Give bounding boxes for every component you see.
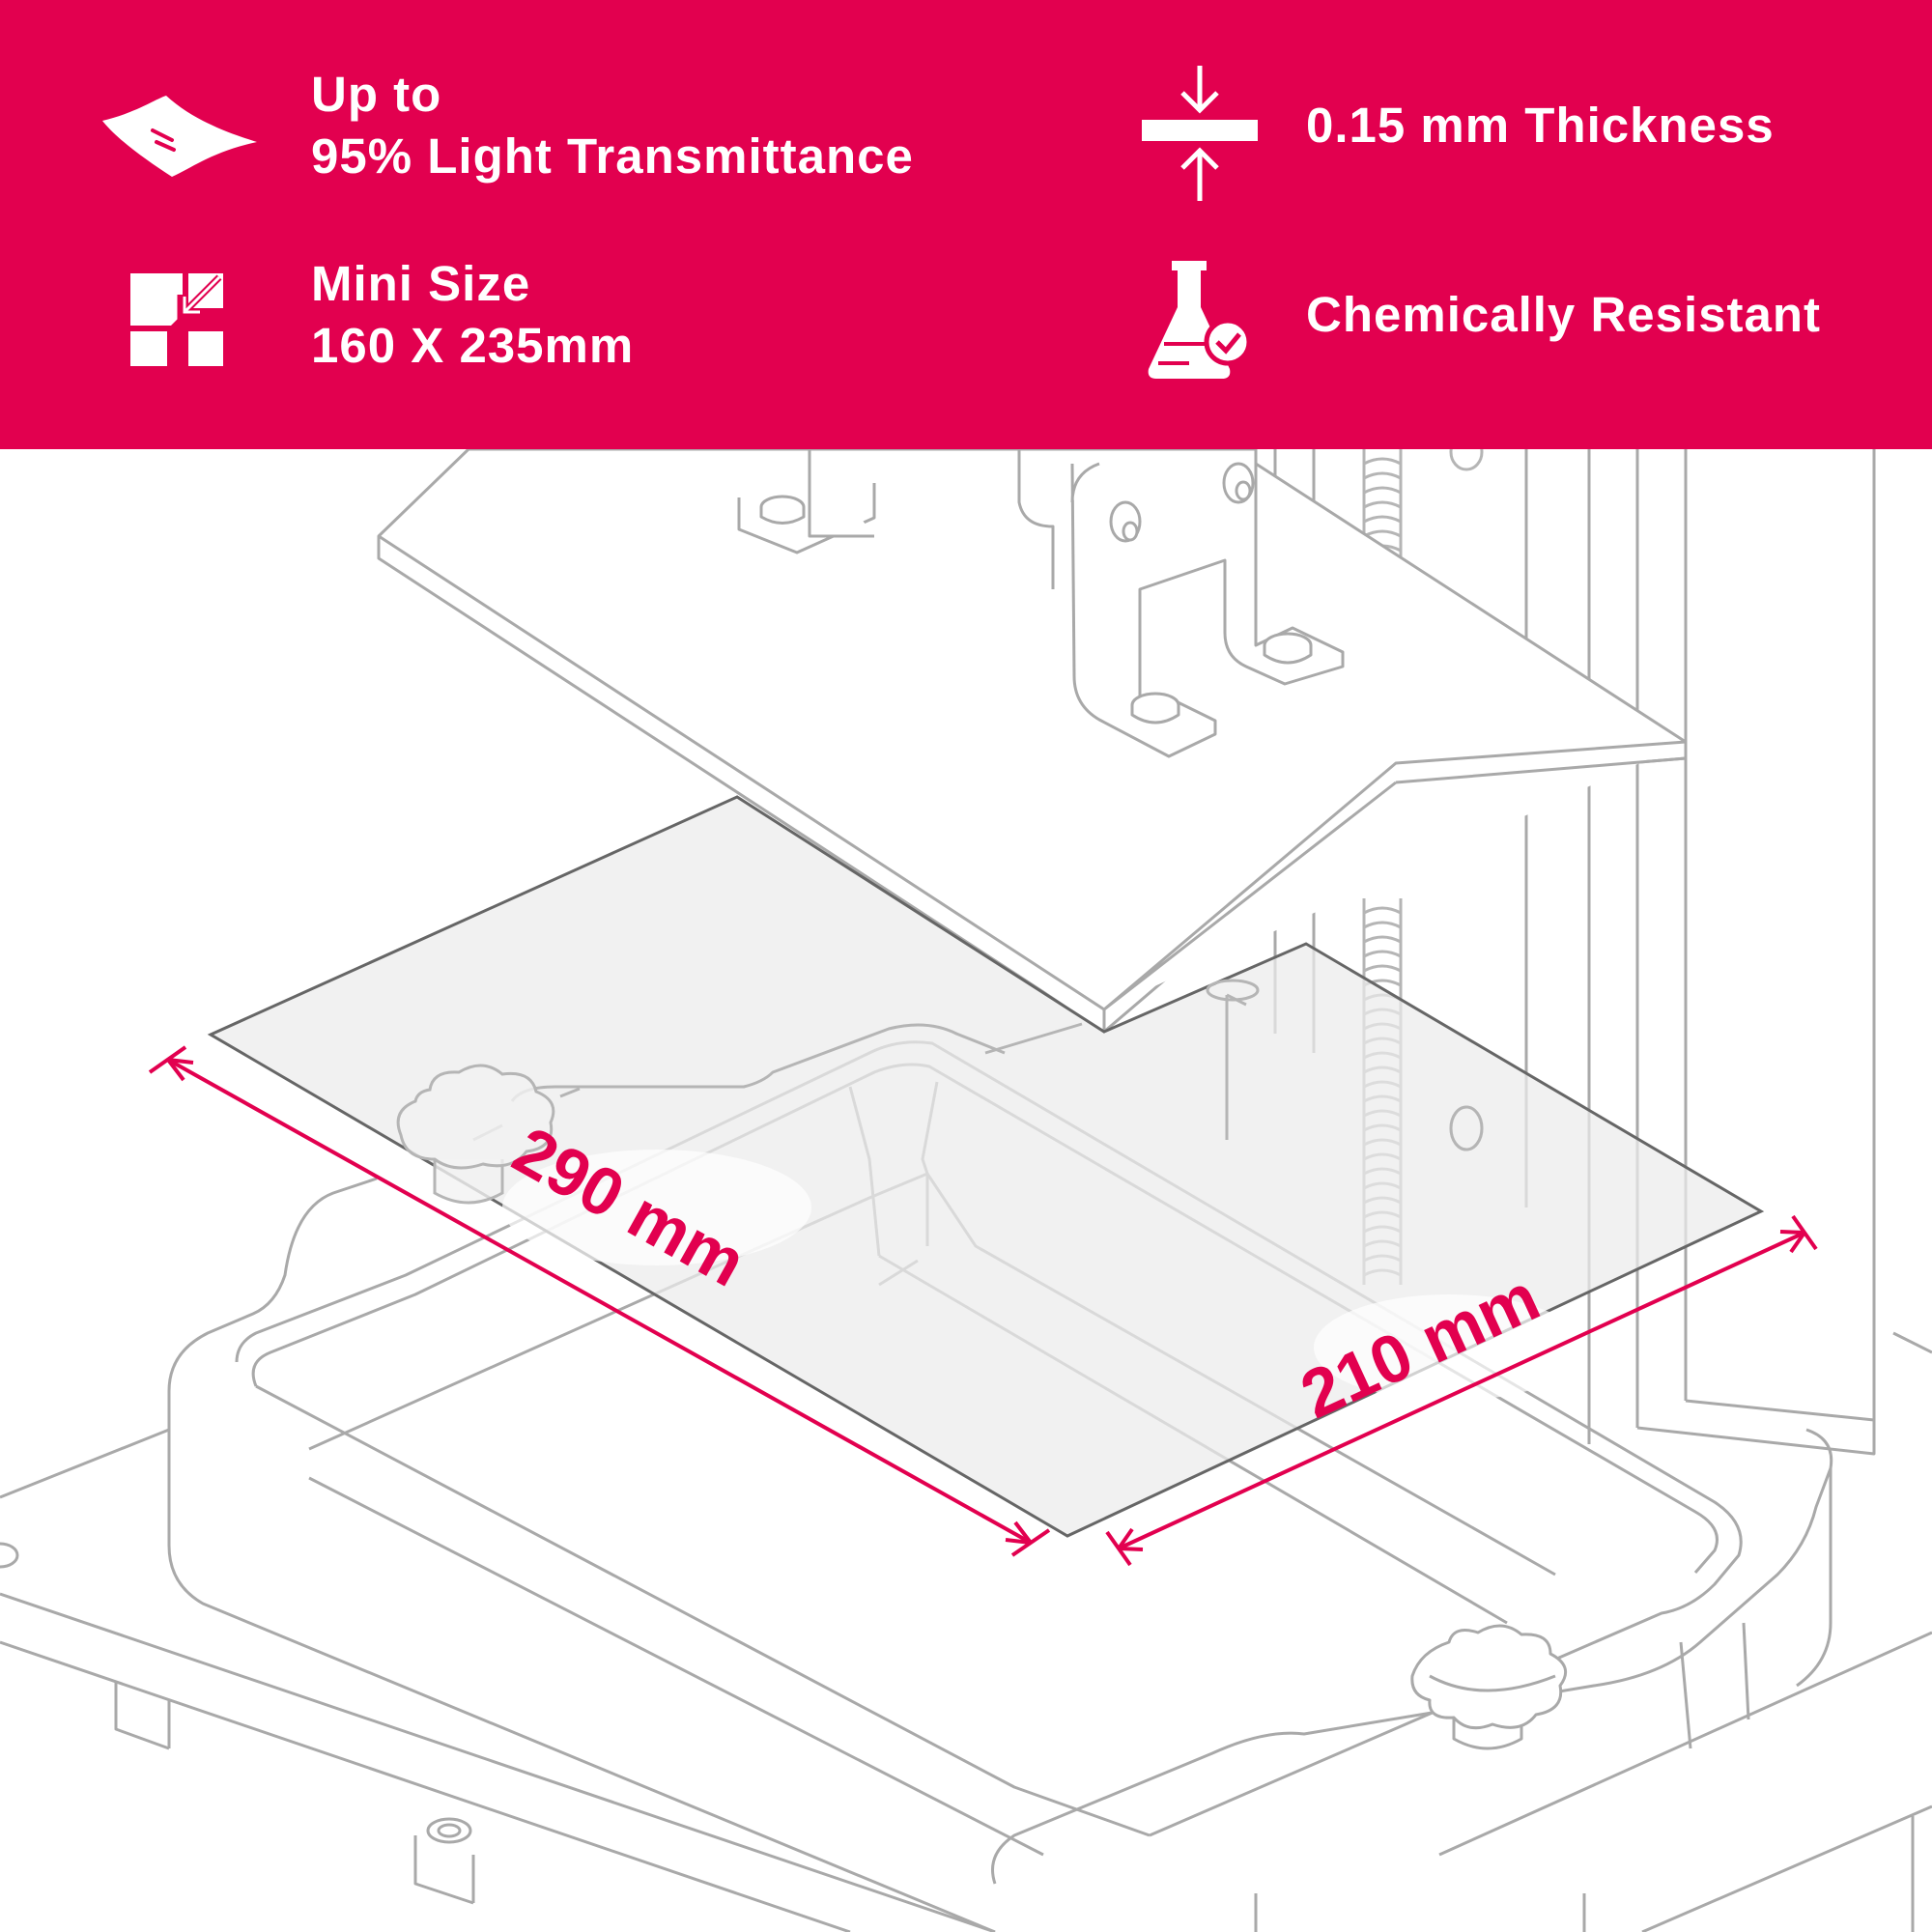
feature-size-line1: Mini Size [311, 256, 531, 311]
feature-transmittance-line2: 95% Light Transmittance [311, 128, 914, 184]
compress-thickness-icon [1140, 66, 1260, 201]
fep-film-sheet [207, 795, 1765, 1538]
film-sheet-icon [97, 92, 261, 184]
vat-knob-right [1410, 1624, 1568, 1750]
feature-transmittance: Up to 95% Light Transmittance [311, 64, 914, 187]
feature-banner: Up to 95% Light Transmittance 0.15 mm Th… [0, 0, 1932, 449]
feature-chemical-label: Chemically Resistant [1306, 287, 1822, 342]
build-platform [377, 449, 1688, 1034]
feature-transmittance-line1: Up to [311, 67, 442, 122]
vat-knob-left [396, 1064, 555, 1205]
feature-thickness: 0.15 mm Thickness [1306, 95, 1775, 156]
flask-check-icon [1145, 261, 1252, 382]
feature-size: Mini Size 160 X 235mm [311, 253, 634, 377]
printer-base [0, 1428, 1932, 1932]
feature-size-line2: 160 X 235mm [311, 318, 635, 373]
feature-chemical: Chemically Resistant [1306, 284, 1821, 346]
feature-thickness-label: 0.15 mm Thickness [1306, 98, 1775, 153]
resize-arrow-icon [130, 273, 223, 366]
